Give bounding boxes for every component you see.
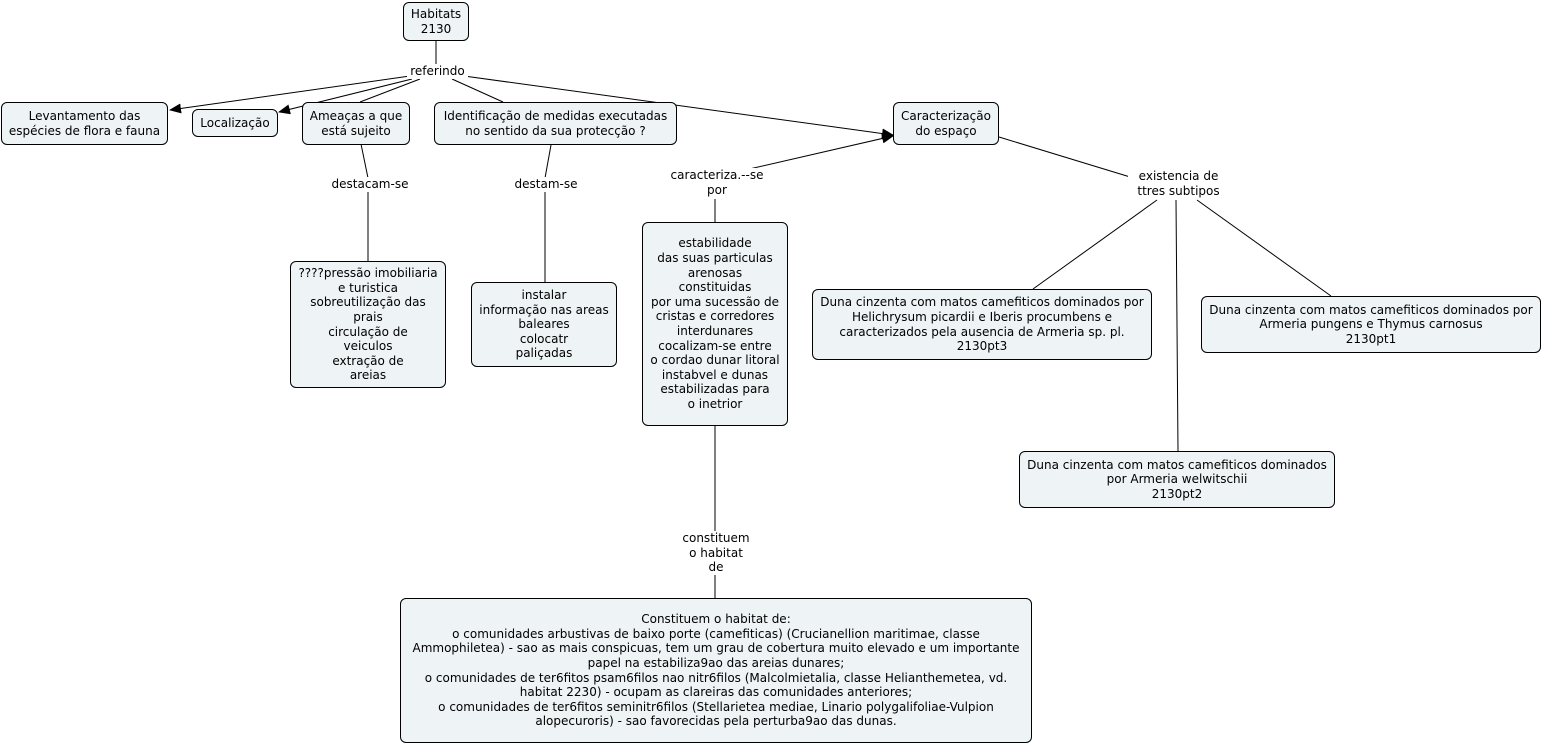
arrow-referindo-localizacao xyxy=(278,78,413,115)
concept-duna-2130pt1[interactable]: Duna cinzenta com matos camefiticos domi… xyxy=(1201,296,1541,353)
concept-ameacas[interactable]: Ameaças a que está sujeito xyxy=(302,102,410,145)
link-label-destam-se: destam-se xyxy=(508,177,584,192)
concept-constituem-habitat[interactable]: Constituem o habitat de: o comunidades a… xyxy=(400,598,1032,743)
concept-caracterizacao-espaco[interactable]: Caracterização do espaço xyxy=(893,102,999,145)
concept-localizacao[interactable]: Localização xyxy=(192,109,278,137)
line-referindo-identificacao xyxy=(451,78,504,103)
line-existencia-pt1 xyxy=(1196,199,1332,297)
line-existencia-pt2 xyxy=(1175,199,1179,452)
line-existencia-pt3 xyxy=(1032,199,1158,290)
concept-identificacao-medidas[interactable]: Identificação de medidas executadas no s… xyxy=(434,102,677,145)
concept-duna-2130pt3[interactable]: Duna cinzenta com matos camefiticos domi… xyxy=(812,289,1152,360)
arrow-referindo-caracterizacao xyxy=(463,75,894,139)
link-label-caracteriza-se: caracteriza.--se por xyxy=(664,168,770,198)
arrow-referindo-levantamento xyxy=(169,75,411,114)
link-label-destacam-se: destacam-se xyxy=(326,177,414,192)
line-ameacas-destacam xyxy=(360,143,369,179)
line-referindo-ameacas xyxy=(359,78,421,103)
concept-duna-2130pt2[interactable]: Duna cinzenta com matos camefiticos domi… xyxy=(1019,451,1335,508)
link-label-existencia: existencia de ttres subtipos xyxy=(1128,169,1229,199)
concept-habitats-2130[interactable]: Habitats 2130 xyxy=(403,2,469,41)
link-label-constituem: constituem o habitat de xyxy=(676,531,756,575)
concept-levantamento-especies[interactable]: Levantamento das espécies de flora e fau… xyxy=(1,102,168,145)
link-label-referindo: referindo xyxy=(407,64,468,79)
concept-pressao-imobiliaria[interactable]: ????pressão imobiliaria e turistica sobr… xyxy=(290,261,446,388)
concept-instalar-informacao[interactable]: instalar informação nas areas baleares c… xyxy=(471,282,617,367)
line-caracterizacao-existencia xyxy=(998,136,1141,181)
line-identificacao-destam xyxy=(544,144,552,179)
arrow-caracteriza-caracterizacao xyxy=(744,133,894,171)
concept-estabilidade[interactable]: estabilidade das suas particulas arenosa… xyxy=(642,222,788,426)
